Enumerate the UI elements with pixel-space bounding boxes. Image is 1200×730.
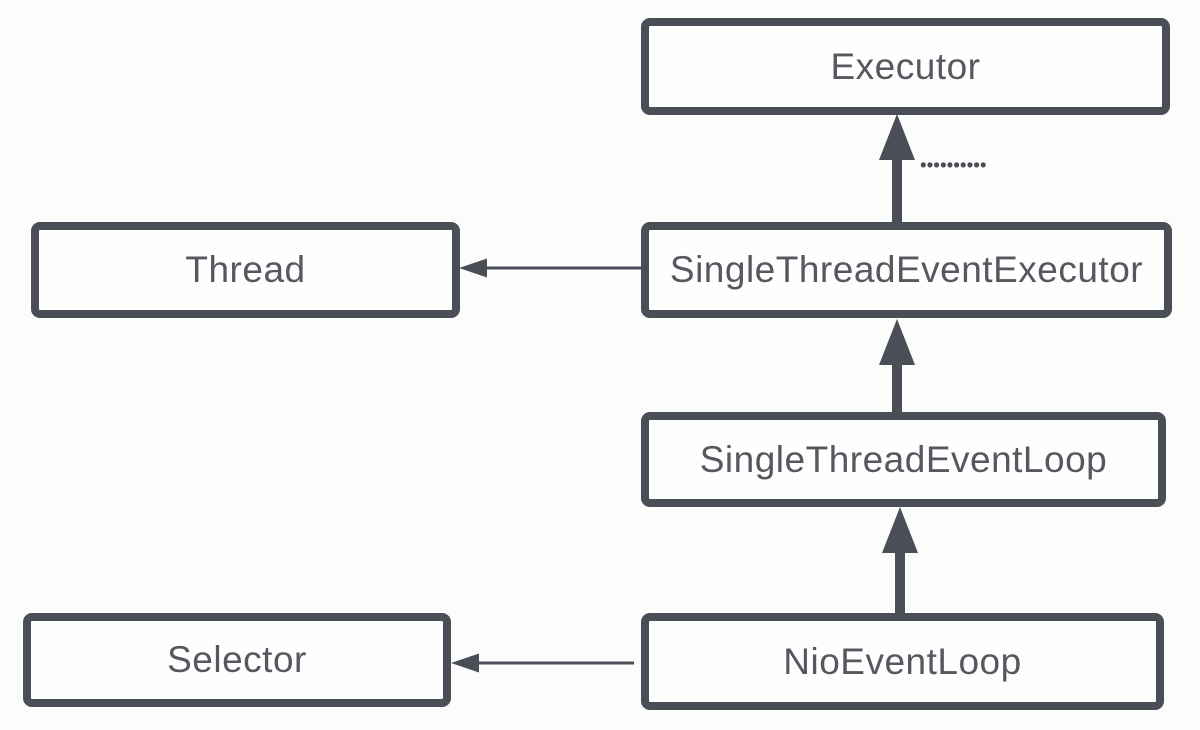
- node-thread-label: Thread: [185, 249, 306, 290]
- reference-arrowhead-stee-to-thread: [459, 258, 487, 278]
- node-executor-label: Executor: [830, 45, 981, 87]
- inheritance-arrow-stee-to-executor: [879, 114, 915, 222]
- omitted-classes-ellipsis-dots: ••••••••••: [920, 155, 987, 177]
- node-executor: Executor: [641, 18, 1170, 115]
- node-single-thread-event-executor: SingleThreadEventExecutor: [641, 222, 1172, 318]
- reference-arrowhead-nio-to-selector: [451, 653, 479, 673]
- node-single-thread-event-loop: SingleThreadEventLoop: [641, 412, 1166, 507]
- node-nio-event-loop-label: NioEventLoop: [783, 640, 1022, 682]
- inheritance-arrow-nio-to-stel: [882, 507, 918, 613]
- node-selector-label: Selector: [167, 639, 307, 680]
- node-single-thread-event-executor-label: SingleThreadEventExecutor: [669, 249, 1144, 290]
- node-selector: Selector: [23, 613, 451, 707]
- inheritance-arrow-stel-to-stee: [879, 319, 915, 412]
- node-thread: Thread: [31, 222, 460, 318]
- node-single-thread-event-loop-label: SingleThreadEventLoop: [699, 438, 1108, 480]
- node-nio-event-loop: NioEventLoop: [641, 613, 1164, 710]
